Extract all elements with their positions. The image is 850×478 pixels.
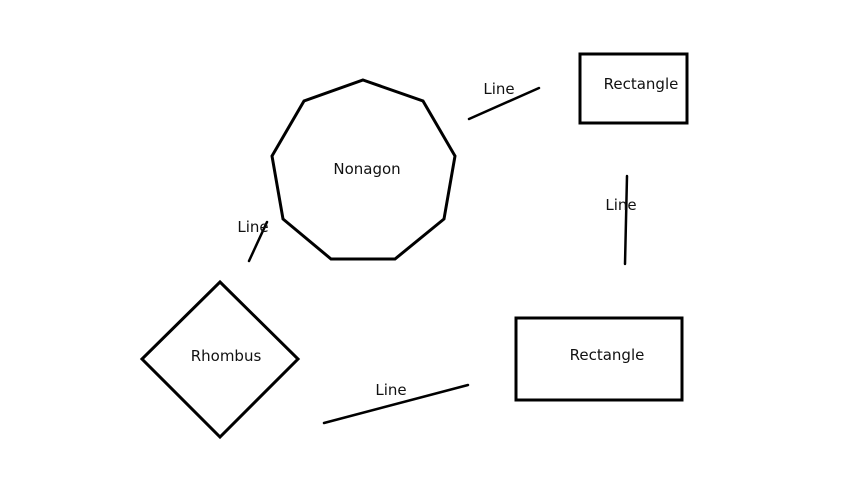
rhombus-shape	[139, 279, 301, 440]
nonagon-node[interactable]: Nonagon	[270, 78, 457, 261]
rectangle-bottom-node[interactable]: Rectangle	[514, 316, 684, 402]
rectangle-top-shape	[578, 52, 689, 125]
rectangle-top-label: Rectangle	[604, 75, 679, 93]
line-nonagon-rectangle[interactable]: Line	[467, 80, 541, 121]
rectangle-top-node[interactable]: Rectangle	[578, 52, 689, 125]
line-rectangle-rectangle[interactable]: Line	[605, 174, 637, 266]
line-nonagon-rhombus-label: Line	[237, 218, 268, 236]
line-rhombus-rectangle-stroke	[322, 383, 470, 425]
rectangle-bottom-shape	[514, 316, 684, 402]
rhombus-label: Rhombus	[191, 347, 262, 365]
rectangle-bottom-label: Rectangle	[570, 346, 645, 364]
line-rhombus-rectangle-label: Line	[375, 381, 406, 399]
nonagon-label: Nonagon	[333, 160, 400, 178]
line-rhombus-rectangle[interactable]: Line	[322, 381, 470, 425]
line-rectangle-rectangle-stroke	[623, 174, 629, 266]
line-nonagon-rectangle-stroke	[467, 86, 541, 121]
rhombus-node[interactable]: Rhombus	[139, 279, 301, 440]
line-nonagon-rhombus[interactable]: Line	[237, 218, 269, 263]
line-rectangle-rectangle-label: Line	[605, 196, 636, 214]
line-nonagon-rectangle-label: Line	[483, 80, 514, 98]
nonagon-shape	[270, 78, 457, 261]
line-nonagon-rhombus-stroke	[247, 220, 269, 263]
